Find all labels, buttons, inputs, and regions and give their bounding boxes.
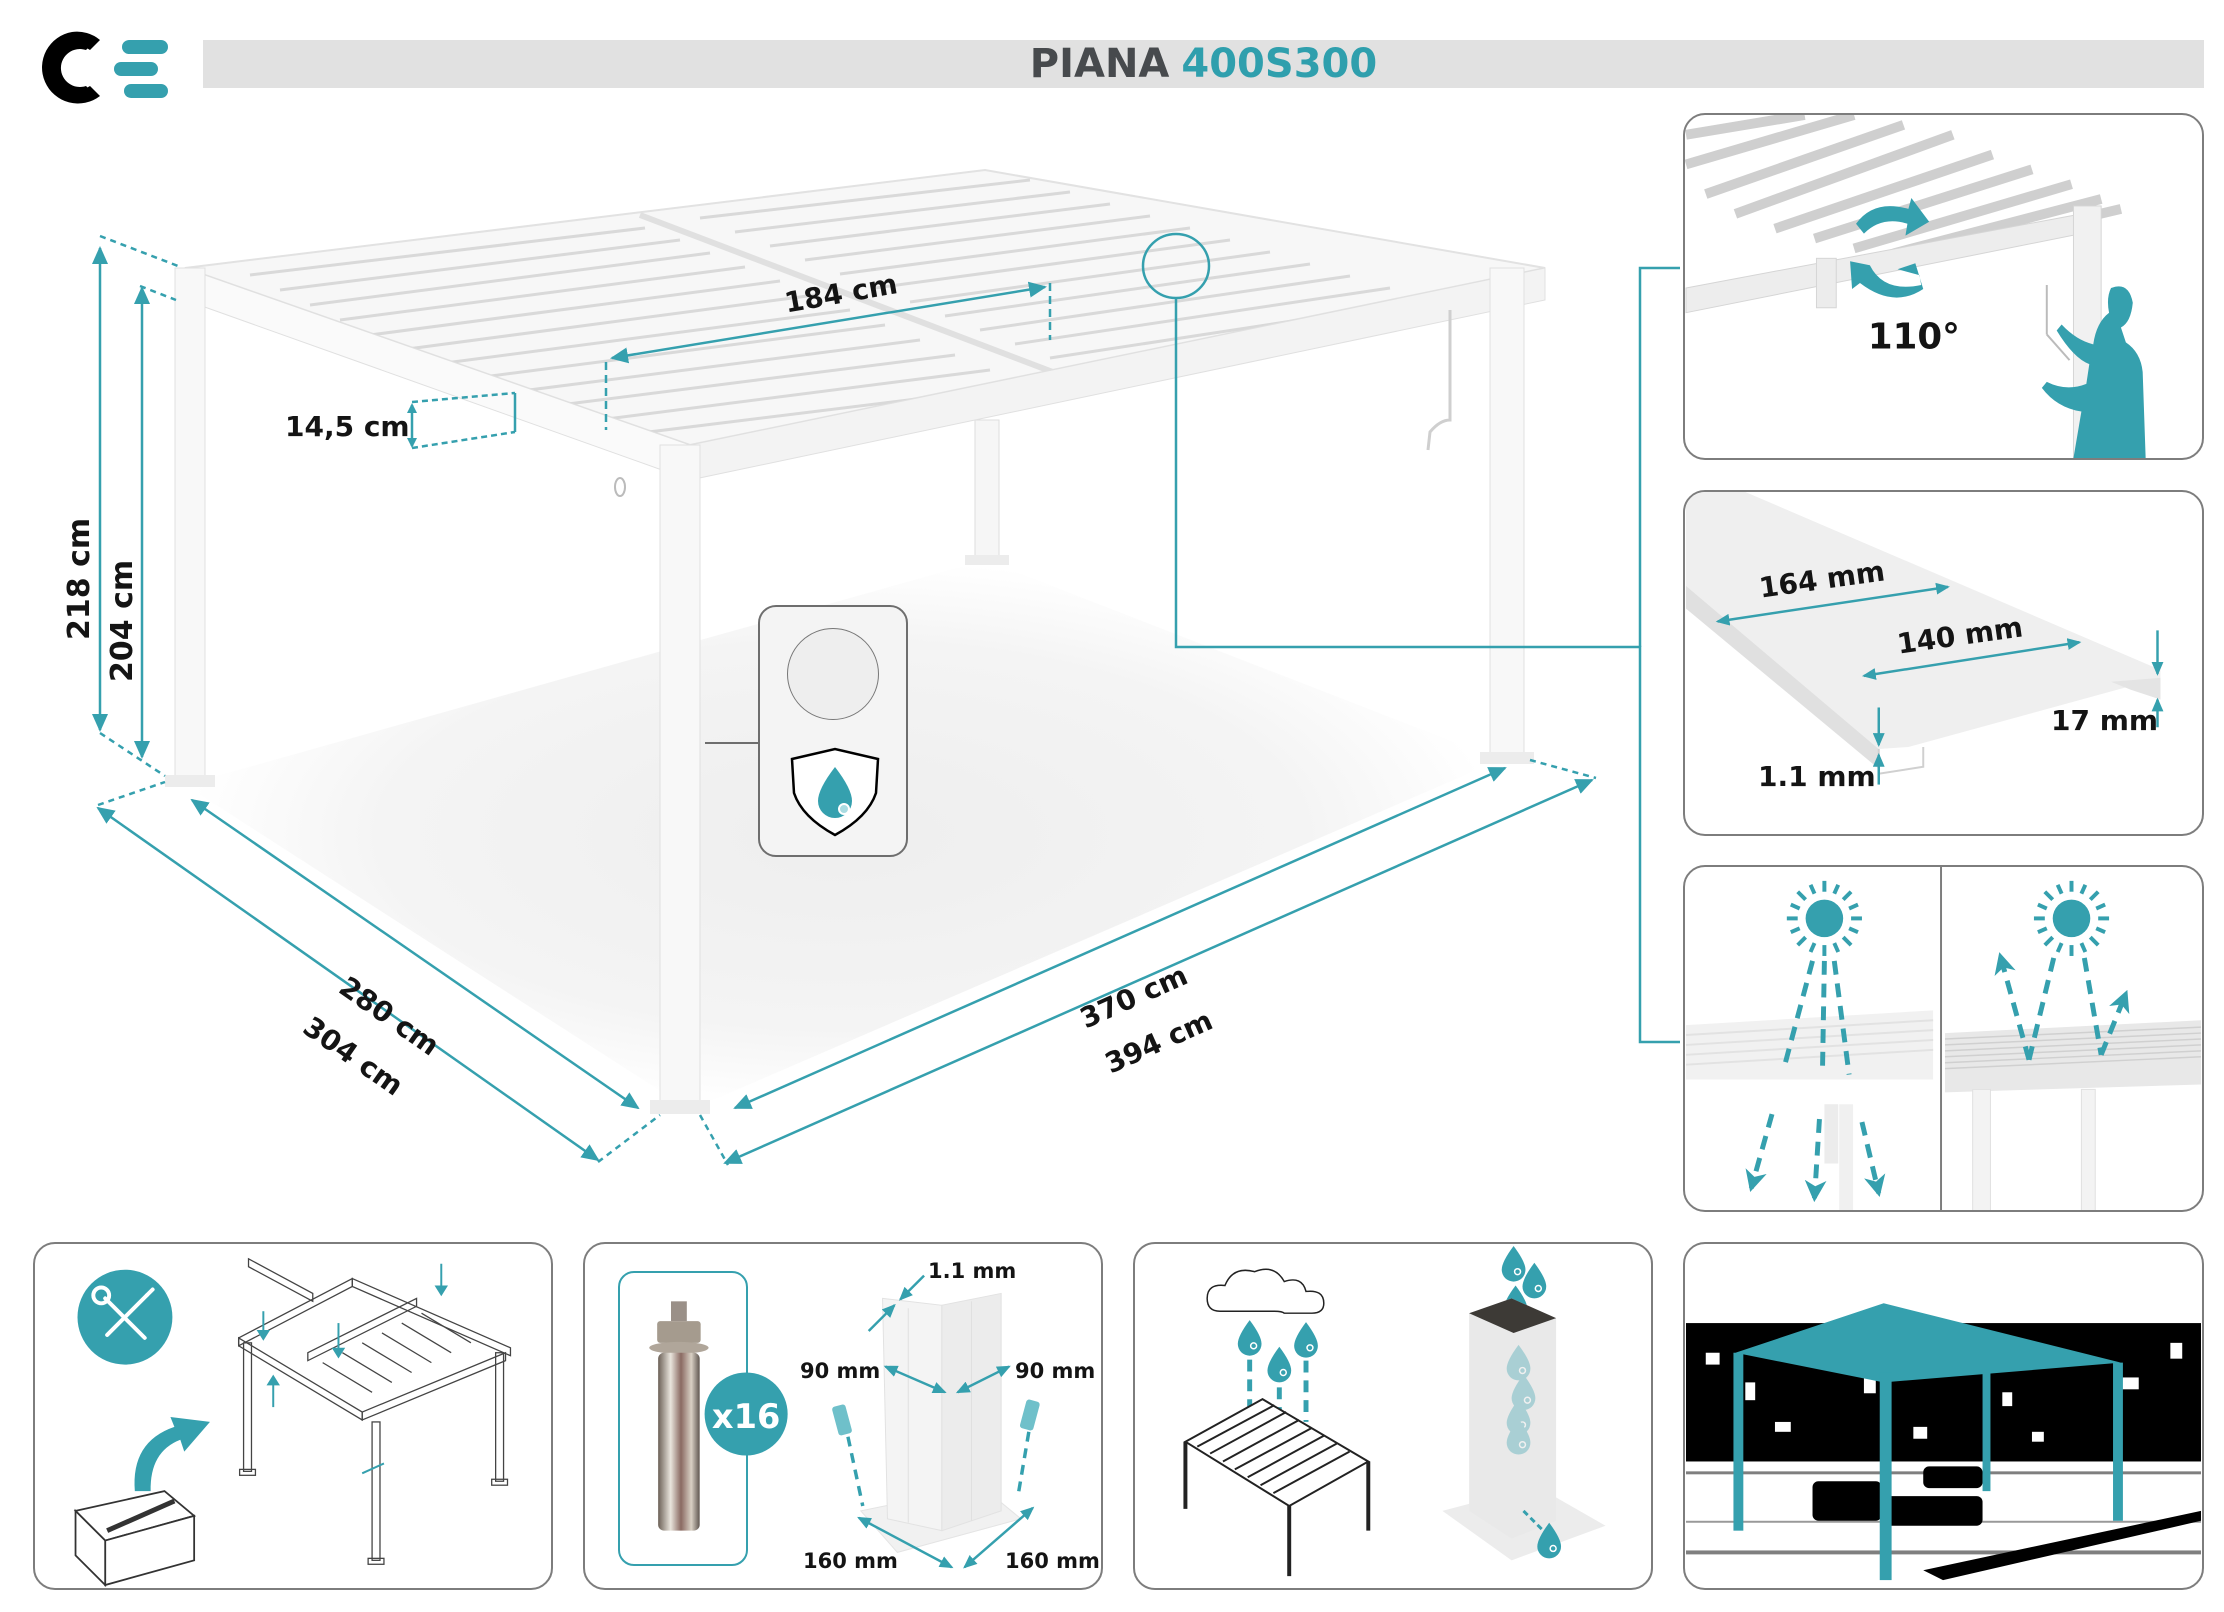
rotation-panel-beam [1685,213,2082,314]
pergola-leg-left [174,267,206,784]
panel-assembly [33,1242,553,1590]
person-crank-icon [2041,286,2146,458]
water-resistant-shield-icon [790,747,880,837]
dark-pergola-icon [1183,1398,1371,1577]
main-pergola-drawing: 218 cm 204 cm 14,5 cm 184 cm 280 cm 304 … [0,100,1680,1200]
dim-clear-height: 204 cm [105,559,140,682]
base-width-left: 160 mm [803,1549,898,1573]
anchor-count-badge [704,1372,788,1456]
box-icon [73,1490,197,1588]
rotation-angle-label: 110° [1868,316,1960,357]
panel-drainage [1133,1242,1653,1590]
scene-sofa [1812,1466,1983,1526]
panel-slat-profile: 164 mm 140 mm 17 mm 1.1 mm [1683,490,2204,836]
unbox-arrow-icon [134,1416,210,1492]
post-wall-thickness: 1.1 mm [928,1259,1017,1283]
rotation-callout-line [1638,266,1680,647]
sun-icon [1784,878,1864,958]
rotate-arrows-icon [1850,198,1930,298]
post-body [882,1297,943,1532]
pergola-leg-back [974,419,1000,561]
post-width-right: 90 mm [1015,1359,1096,1383]
dim-total-height: 218 cm [62,517,97,640]
brand-logo [28,28,168,108]
teal-pergola-icon [1733,1303,2123,1581]
product-name: PIANA [1029,41,1170,87]
pergola-roof [184,168,1546,447]
finish-badge-connector [705,742,760,744]
cloud-icon [1206,1268,1325,1314]
dim-beam-height: 14,5 cm [285,410,410,443]
frame-exploded-drawing [237,1257,512,1565]
finish-badge [758,605,908,857]
screw-icon [832,1399,1040,1436]
panel-sun-control [1683,865,2204,1212]
roof-slats [249,178,1471,440]
panel-garden-scene [1683,1242,2204,1590]
panel-rotation: 110° [1683,113,2204,460]
pergola-illustration [92,168,1680,1166]
anchor-bolt-icon [649,1301,709,1531]
pergola-leg-front [659,444,701,1106]
slat-height: 17 mm [2051,704,2159,737]
crank-handle-icon [1426,310,1452,451]
slat-thickness: 1.1 mm [1758,760,1876,793]
ce-logo-icon [42,31,168,104]
sun-icon-closed [2031,878,2112,958]
product-model: 400S300 [1181,41,1378,87]
height-dimension-lines [92,234,1597,1166]
base-width-right: 160 mm [1005,1549,1100,1573]
pergola-leg-right [1489,267,1525,759]
open-slats-roof [1686,1010,1934,1080]
title-bar: PIANA 400S300 [203,40,2204,88]
color-swatch-icon [787,628,879,720]
anchor-count: x16 [712,1397,780,1436]
pull-ring-icon [614,477,626,497]
panel-post-anchors: x16 1.1 mm 90 mm 90 mm 160 mm 160 mm [583,1242,1103,1590]
post-width-left: 90 mm [800,1359,881,1383]
